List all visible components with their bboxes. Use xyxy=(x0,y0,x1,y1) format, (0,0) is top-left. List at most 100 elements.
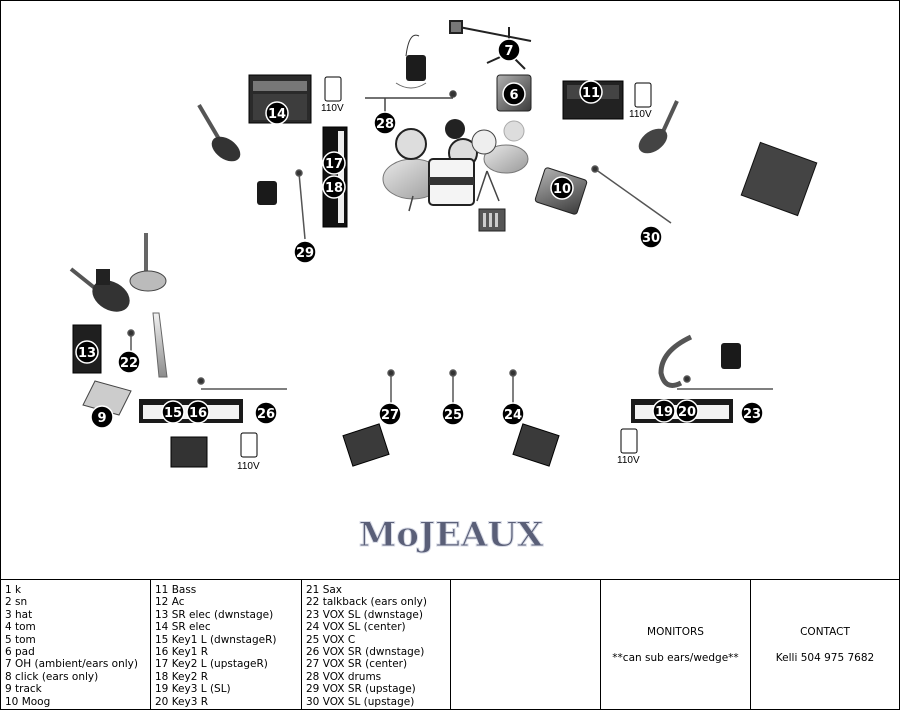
badge: 15 xyxy=(161,400,185,424)
legend-item: 28 VOX drums xyxy=(306,670,382,683)
legend-item: 18 Key2 R xyxy=(155,670,209,683)
wedge-monitor-left xyxy=(170,436,208,468)
legend-item: 17 Key2 L (upstageR) xyxy=(155,658,268,671)
svg-text:18: 18 xyxy=(325,181,343,196)
legend-item: 2 sn xyxy=(5,596,28,609)
drum-kit xyxy=(382,119,529,232)
svg-text:10: 10 xyxy=(553,182,571,197)
legend-column-empty xyxy=(451,580,601,710)
legend-item: 3 hat xyxy=(5,608,33,621)
badge: 19 xyxy=(652,399,676,423)
legend-item: 25 VOX C xyxy=(306,633,356,646)
monitors-note: **can sub ears/wedge** xyxy=(612,652,739,664)
legend-item: 26 VOX SR (dwnstage) xyxy=(306,646,425,659)
badge: 14 xyxy=(265,101,289,125)
svg-text:19: 19 xyxy=(655,405,673,420)
badge: 26 xyxy=(254,401,278,425)
outlet-label: 110V xyxy=(237,461,260,472)
legend-item: 30 VOX SL (upstage) xyxy=(306,695,415,708)
stage-plot: 110V 110V 110V 110V 7 6 11 14 28 17 18 1… xyxy=(1,1,899,579)
contact-value: Kelli 504 975 7682 xyxy=(775,652,875,664)
svg-text:17: 17 xyxy=(325,157,343,172)
svg-text:24: 24 xyxy=(504,408,522,423)
legend-item: 21 Sax xyxy=(306,584,343,596)
svg-text:27: 27 xyxy=(381,408,399,423)
svg-text:14: 14 xyxy=(268,107,286,122)
legend-item: 9 track xyxy=(5,683,42,696)
svg-text:20: 20 xyxy=(678,405,696,420)
legend-item: 14 SR elec xyxy=(155,621,211,634)
monitors-title: MONITORS xyxy=(647,625,704,638)
legend-item: 5 tom xyxy=(5,633,36,646)
legend-item: 23 VOX SL (dwnstage) xyxy=(306,608,423,621)
trumpet xyxy=(152,312,168,378)
outlet-label: 110V xyxy=(629,109,652,120)
outlet-label: 110V xyxy=(321,103,344,114)
svg-text:13: 13 xyxy=(78,346,96,361)
band-logo: MoJEAUX xyxy=(358,515,544,556)
pedal xyxy=(96,269,110,285)
badge: 29 xyxy=(293,240,317,264)
svg-text:15: 15 xyxy=(164,406,182,421)
svg-text:26: 26 xyxy=(257,407,275,422)
legend-item: 13 SR elec (dwnstage) xyxy=(155,608,274,621)
svg-text:29: 29 xyxy=(296,246,314,261)
badge: 16 xyxy=(186,400,210,424)
badge: 23 xyxy=(740,401,764,425)
legend-item: 12 Ac xyxy=(155,596,185,609)
legend-item: 11 Bass xyxy=(155,584,197,596)
legend-column-2: 11 Bass 12 Ac 13 SR elec (dwnstage) 14 S… xyxy=(151,580,302,710)
legend-column-3: 21 Sax 22 talkback (ears only) 23 VOX SL… xyxy=(302,580,451,710)
legend-item: 29 VOX SR (upstage) xyxy=(306,683,416,696)
svg-text:MoJEAUX: MoJEAUX xyxy=(359,515,544,555)
ears-bodypack-top xyxy=(395,34,427,89)
contact-cell: CONTACT Kelli 504 975 7682 xyxy=(751,580,899,710)
legend-item: 16 Key1 R xyxy=(155,646,209,659)
badge: 17 xyxy=(322,151,346,175)
badge: 28 xyxy=(373,111,397,135)
legend-item: 6 pad xyxy=(5,646,35,659)
legend-item: 27 VOX SR (center) xyxy=(306,658,408,671)
badge: 27 xyxy=(378,402,402,426)
badge: 25 xyxy=(441,402,465,426)
svg-text:6: 6 xyxy=(509,88,518,103)
svg-text:9: 9 xyxy=(97,411,106,426)
svg-text:22: 22 xyxy=(120,356,138,371)
electric-guitar-left xyxy=(129,233,167,292)
legend-column-1: 1 k 2 sn 3 hat 4 tom 5 tom 6 pad 7 OH (a… xyxy=(1,580,151,710)
svg-text:28: 28 xyxy=(376,117,394,132)
svg-text:30: 30 xyxy=(642,231,660,246)
wedge-monitor-right xyxy=(512,423,560,467)
legend-item: 24 VOX SL (center) xyxy=(306,621,406,634)
badge: 20 xyxy=(675,399,699,423)
svg-text:7: 7 xyxy=(504,44,513,59)
badge: 9 xyxy=(90,405,114,429)
saxophone xyxy=(658,334,693,388)
legend-item: 8 click (ears only) xyxy=(5,670,99,683)
outlet-label: 110V xyxy=(617,455,640,466)
badge: 22 xyxy=(117,350,141,374)
legend-item: 19 Key3 L (SL) xyxy=(155,683,231,696)
mixer-console xyxy=(740,141,818,217)
badge: 24 xyxy=(501,402,525,426)
legend-item: 20 Key3 R xyxy=(155,695,209,708)
guitar-upper-left xyxy=(197,103,241,162)
monitors-cell: MONITORS **can sub ears/wedge** xyxy=(601,580,751,710)
badge: 18 xyxy=(322,175,346,199)
svg-text:25: 25 xyxy=(444,408,462,423)
legend-item: 22 talkback (ears only) xyxy=(306,596,427,609)
input-list-legend: 1 k 2 sn 3 hat 4 tom 5 tom 6 pad 7 OH (a… xyxy=(1,579,899,710)
legend-item: 15 Key1 L (dwnstageR) xyxy=(155,633,277,646)
badge: 13 xyxy=(75,340,99,364)
badge: 30 xyxy=(639,225,663,249)
badge: 10 xyxy=(550,176,574,200)
wedge-monitor-center xyxy=(342,423,390,467)
stage-diagram: 110V 110V 110V 110V 7 6 11 14 28 17 18 1… xyxy=(69,20,818,556)
legend-item: 7 OH (ambient/ears only) xyxy=(5,658,138,671)
ears-bodypacks xyxy=(257,181,741,369)
badge: 7 xyxy=(497,38,521,62)
bass-guitar-right xyxy=(638,100,679,154)
acoustic-guitar xyxy=(69,267,130,312)
svg-text:23: 23 xyxy=(743,407,761,422)
